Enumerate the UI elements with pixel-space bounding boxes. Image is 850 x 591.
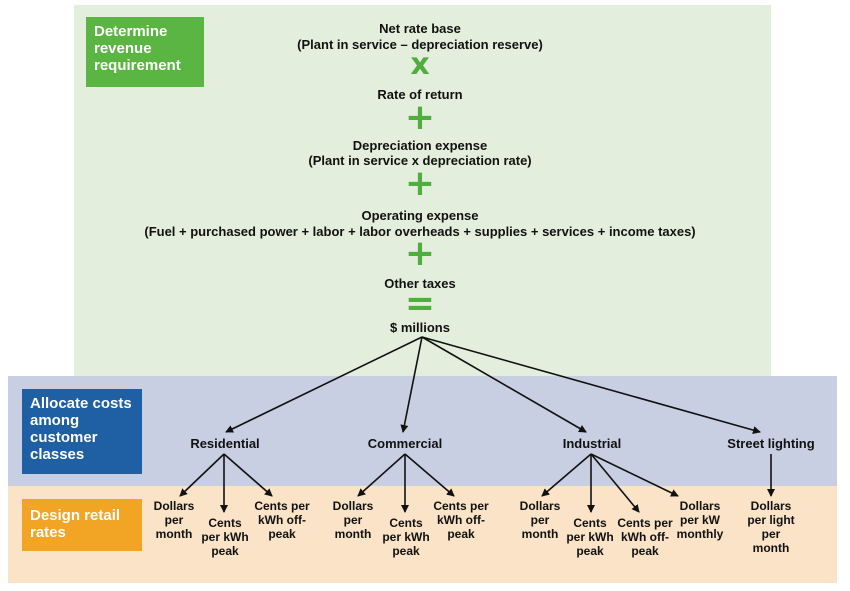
rate-industrial-1: Dollars per month: [519, 499, 561, 541]
operating-expense: Operating expense: [361, 208, 479, 223]
arrow-commercial-3: [404, 453, 455, 497]
net-rate-base-sub: (Plant in service – depreciation reserve…: [297, 37, 543, 52]
class-street-lighting: Street lighting: [727, 436, 815, 451]
rate-commercial-3: Cents per kWh off-peak: [433, 499, 489, 541]
depreciation-expense: Depreciation expense: [352, 138, 488, 153]
rate-residential-3: Cents per kWh off-peak: [254, 499, 310, 541]
step-design-label: Design retail rates: [30, 507, 121, 541]
rate-commercial-2: Cents per kWh peak: [382, 516, 430, 558]
rate-residential-1: Dollars per month: [153, 499, 195, 541]
arrow-residential-3: [223, 453, 273, 497]
class-industrial: Industrial: [562, 436, 622, 451]
arrow-industrial-1: [541, 453, 592, 497]
design-panel: [8, 486, 837, 583]
net-rate-base: Net rate base: [379, 21, 461, 36]
rate-industrial-2: Cents per kWh peak: [566, 516, 614, 558]
rate-industrial-4: Dollars per kW monthly: [676, 499, 724, 541]
equals-operator: =: [404, 283, 436, 324]
arrow-industrial-4: [590, 453, 679, 497]
arrow-industrial-3: [590, 453, 640, 513]
step-design-box: Design retail rates: [22, 499, 142, 551]
arrow-to-residential: [225, 336, 423, 433]
operating-expense-sub: (Fuel + purchased power + labor + labor …: [144, 224, 696, 239]
class-residential: Residential: [190, 436, 260, 451]
rate-of-return: Rate of return: [377, 87, 463, 102]
step-allocate-label: Allocate costs among customer classes: [30, 395, 132, 463]
step-allocate-box: Allocate costs among customer classes: [22, 389, 142, 474]
rate-industrial-3: Cents per kWh off-peak: [617, 516, 673, 558]
arrow-commercial-1: [357, 453, 406, 497]
arrow-residential-1: [179, 453, 225, 497]
arrow-to-industrial: [421, 336, 587, 433]
result-millions: $ millions: [390, 320, 450, 335]
other-taxes: Other taxes: [384, 276, 456, 291]
step-revenue-box: Determine revenue requirement: [86, 17, 204, 87]
multiply-operator: x: [410, 47, 430, 82]
rate-street-lighting-1: Dollars per light per month: [747, 499, 795, 555]
allocate-panel: [8, 376, 837, 486]
plus-operator-3: +: [404, 233, 436, 274]
class-commercial: Commercial: [367, 436, 443, 451]
depreciation-expense-sub: (Plant in service x depreciation rate): [308, 153, 532, 168]
plus-operator-1: +: [404, 97, 436, 138]
plus-operator-2: +: [404, 163, 436, 204]
arrow-to-street-lighting: [421, 336, 761, 434]
arrow-to-commercial: [400, 336, 423, 433]
rate-commercial-1: Dollars per month: [332, 499, 374, 541]
step-revenue-label: Determine revenue requirement: [94, 23, 181, 74]
rate-residential-2: Cents per kWh peak: [201, 516, 249, 558]
